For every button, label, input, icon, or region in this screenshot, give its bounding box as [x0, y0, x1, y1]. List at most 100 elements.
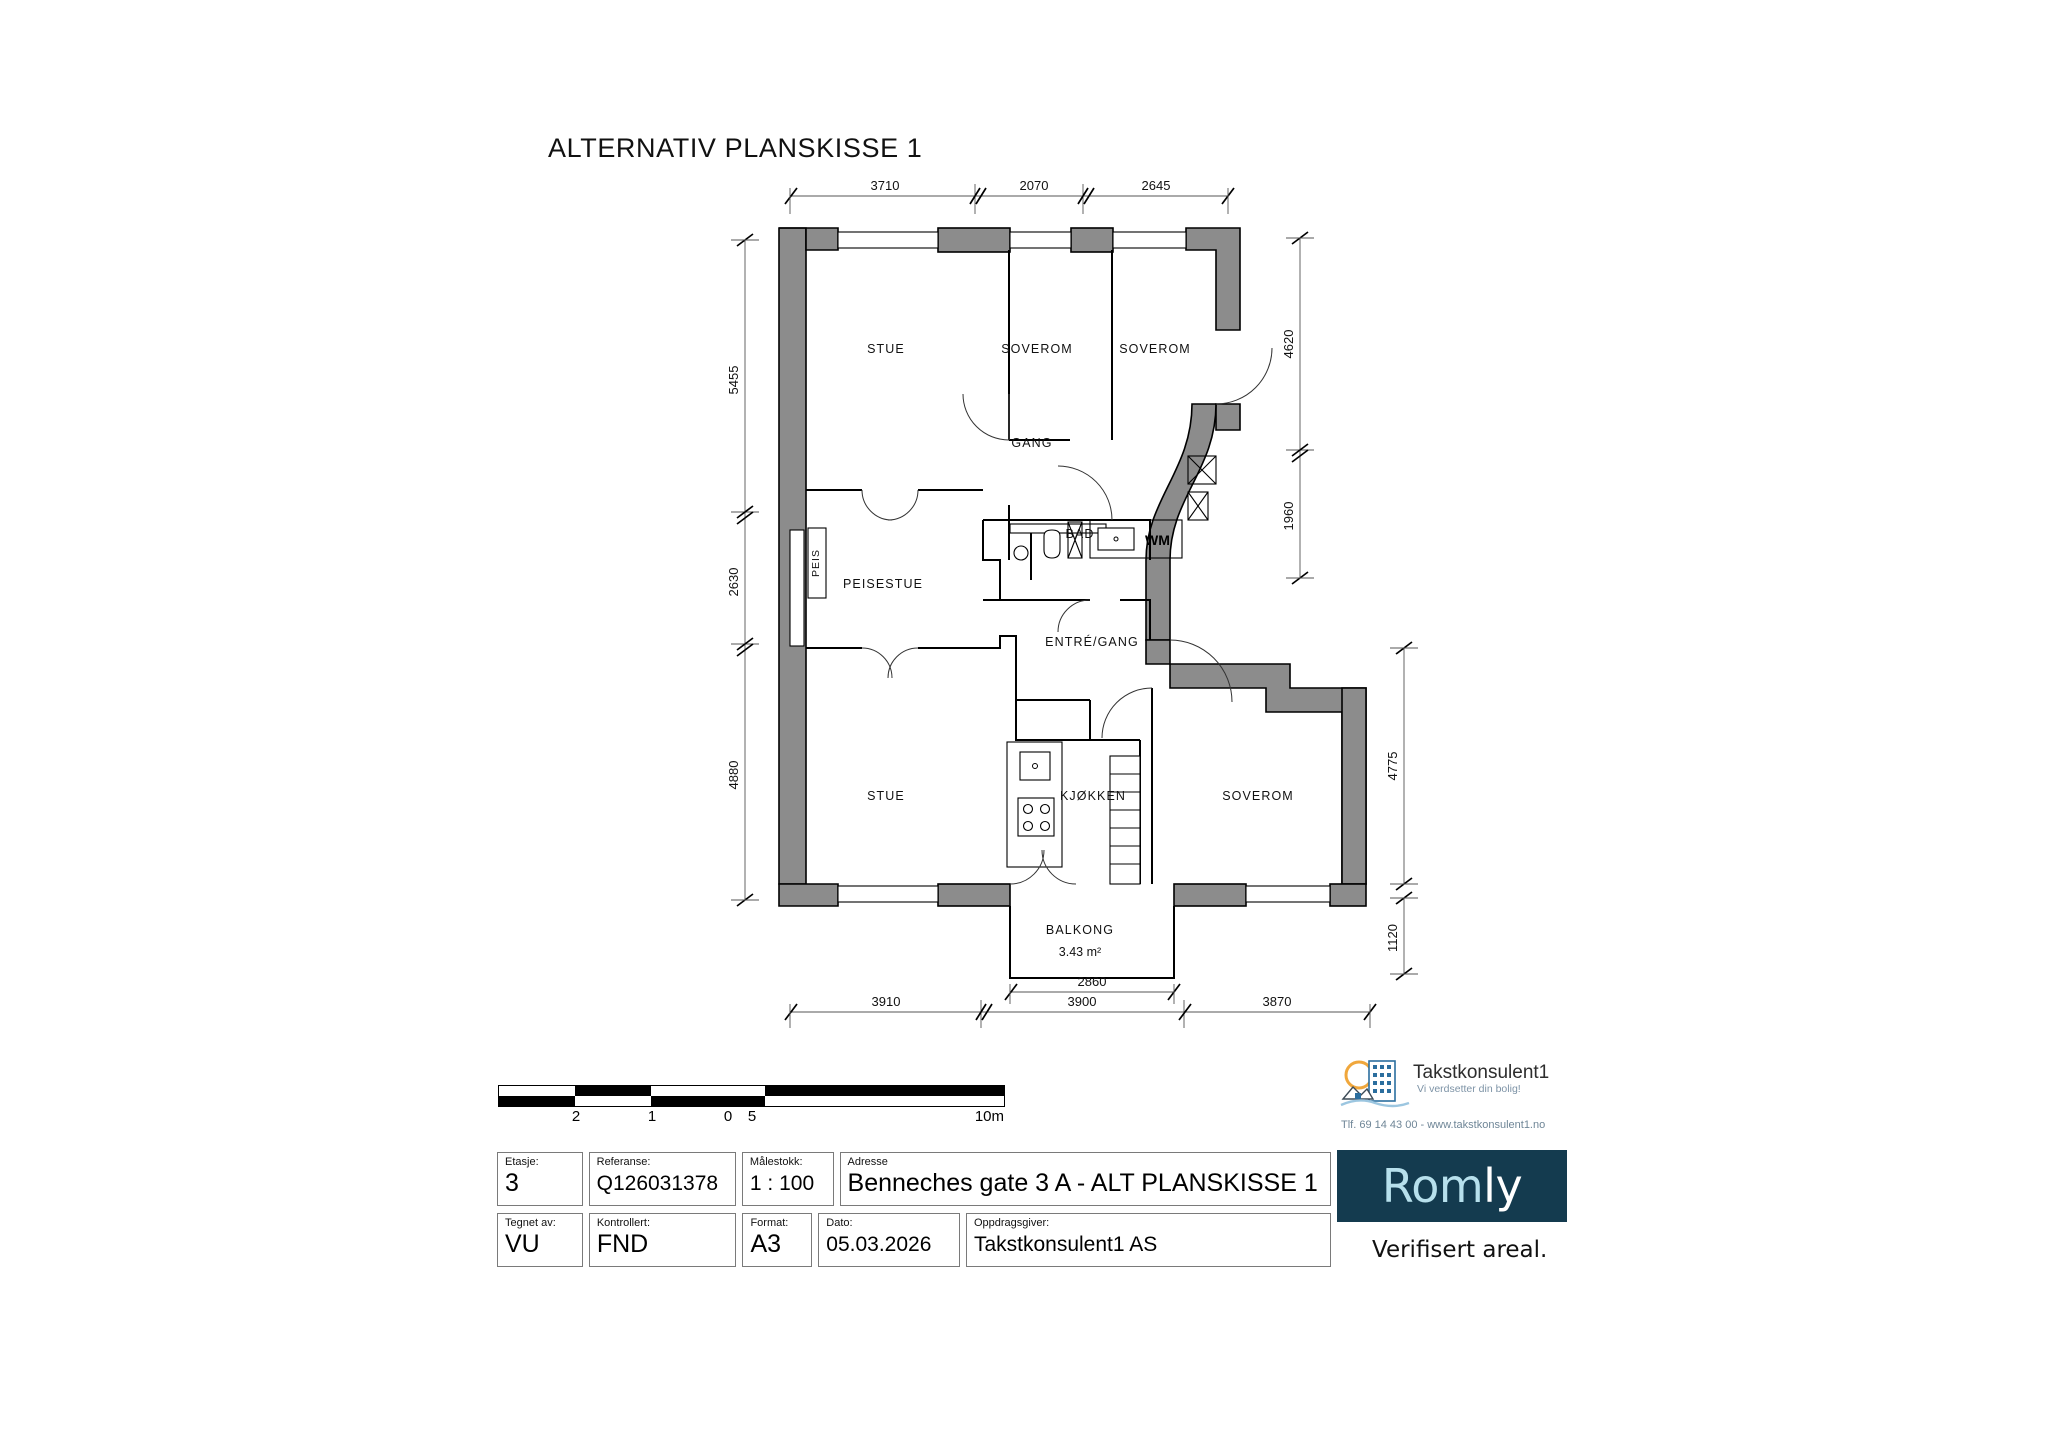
dim-right-lower-1: 4775	[1385, 752, 1400, 781]
stair-treads	[1109, 755, 1141, 885]
exterior-wall-top-corner	[779, 227, 839, 251]
takstkonsulent-logo: Takstkonsulent1 Vi verdsetter din bolig!	[1339, 1057, 1554, 1119]
door-swings	[861, 347, 1273, 885]
interior-wall-entre-jog	[983, 635, 1017, 649]
exterior-wall-top-right-corner	[1185, 227, 1241, 331]
field-malestokk-value: 1 : 100	[749, 1172, 815, 1195]
takstkonsulent-mark-icon	[1340, 1060, 1410, 1108]
field-adresse-label: Adresse	[847, 1156, 888, 1168]
exterior-wall-bottom-pier-3	[1329, 883, 1367, 907]
exterior-wall-right-lower	[1145, 639, 1367, 885]
dimension-chain-top: 3710 2070 2645	[784, 178, 1235, 214]
dim-right-upper-2: 1960	[1281, 502, 1296, 531]
dimension-chain-left: 5455 2630 4880	[726, 233, 759, 907]
bath-door-x2	[1067, 521, 1083, 559]
exterior-wall-right-upper	[1215, 403, 1241, 431]
room-label-peisestue: PEISESTUE	[843, 577, 923, 591]
balcony-area-label: 3.43 m²	[1059, 945, 1101, 959]
field-format-value: A3	[750, 1230, 782, 1258]
toilet-icon	[1043, 529, 1061, 559]
field-etasje: Etasje: 3	[497, 1152, 583, 1206]
page-title: ALTERNATIV PLANSKISSE 1	[548, 133, 923, 163]
dim-bottom-3: 3870	[1263, 994, 1292, 1009]
field-tegnet-av-label: Tegnet av:	[505, 1217, 556, 1229]
exterior-wall-bottom-pier-2	[1173, 883, 1247, 907]
field-kontrollert: Kontrollert: FND	[588, 1213, 737, 1267]
exterior-wall-bottom-left-corner	[778, 883, 839, 907]
room-label-bad: BAD	[1065, 527, 1094, 541]
takstkonsulent-name: Takstkonsulent1	[1413, 1062, 1550, 1083]
exterior-wall-bottom-pier-1	[937, 883, 1011, 907]
room-label-entre-gang: ENTRÉ/GANG	[1045, 634, 1139, 649]
kitchen-tap	[1032, 763, 1038, 769]
field-dato-label: Dato:	[826, 1217, 853, 1229]
dim-left-1: 5455	[726, 366, 741, 395]
vanity-counter	[1089, 519, 1183, 559]
window-top-2	[1009, 231, 1072, 249]
scale-bar-ticks: 2 1 0 5 10m	[498, 1108, 1005, 1126]
interior-wall-entre-1	[1015, 648, 1090, 701]
field-malestokk-label: Målestokk:	[749, 1156, 803, 1168]
dimension-chain-right-lower: 4775 1120	[1385, 641, 1418, 981]
bath-door-panel	[1067, 521, 1083, 559]
field-etasje-label: Etasje:	[505, 1156, 539, 1168]
dim-right-upper-1: 4620	[1281, 330, 1296, 359]
dim-right-lower-2: 1120	[1385, 924, 1400, 952]
kitchen-counter	[1006, 741, 1063, 868]
window-bottom-1	[837, 885, 939, 903]
dim-left-3: 4880	[726, 761, 741, 790]
field-etasje-value: 3	[505, 1169, 519, 1197]
dim-left-2: 2630	[726, 568, 741, 597]
takstkonsulent-tagline: Vi verdsetter din bolig!	[1417, 1083, 1521, 1095]
scale-bar: 2 1 0 5 10m	[498, 1085, 1005, 1126]
interior-wall-gang-bottom	[1008, 505, 1112, 521]
field-kontrollert-label: Kontrollert:	[596, 1217, 651, 1229]
field-malestokk: Målestokk: 1 : 100	[741, 1152, 834, 1206]
dimension-chain-right-upper: 4620 1960	[1281, 231, 1314, 585]
room-label-soverom-3: SOVEROM	[1222, 789, 1294, 803]
sink-icon	[1013, 545, 1029, 561]
dim-top-1: 3710	[871, 178, 900, 193]
romly-logo: Romly	[1337, 1150, 1567, 1222]
field-dato-value: 05.03.2026	[826, 1233, 932, 1256]
title-block-row-1: Etasje: 3 Referanse: Q126031378 Målestok…	[497, 1152, 1331, 1206]
dim-bottom-2: 3900	[1068, 994, 1097, 1009]
field-format: Format: A3	[742, 1213, 813, 1267]
window-bottom-2	[1245, 885, 1331, 903]
window-left-1	[789, 529, 805, 647]
scale-tick-1: 1	[647, 1108, 657, 1125]
dim-top-3: 2645	[1142, 178, 1171, 193]
field-dato: Dato: 05.03.2026	[818, 1213, 960, 1267]
scale-tick-0: 0	[723, 1108, 733, 1125]
dimension-balcony-width: 2860	[1004, 974, 1181, 1004]
exterior-wall-right-bottom	[1341, 687, 1367, 885]
dim-balcony-width: 2860	[1078, 974, 1107, 989]
room-label-stue-lower: STUE	[867, 789, 905, 803]
room-label-stue-upper: STUE	[867, 342, 905, 356]
room-label-soverom-1: SOVEROM	[1001, 342, 1073, 356]
field-adresse-value: Benneches gate 3 A - ALT PLANSKISSE 1	[847, 1169, 1318, 1197]
interior-wall-bad-jog	[982, 520, 1001, 601]
romly-subtitle: Verifisert areal.	[1372, 1237, 1548, 1263]
closet-hatch	[1187, 455, 1217, 485]
field-referanse-label: Referanse:	[596, 1156, 651, 1168]
room-label-balkong: BALKONG	[1046, 923, 1114, 937]
scale-tick-2: 2	[571, 1108, 581, 1125]
kitchen-sink	[1019, 751, 1051, 781]
field-tegnet-av-value: VU	[505, 1230, 540, 1258]
room-label-gang: GANG	[1011, 436, 1052, 450]
fireplace-label: PEIS	[810, 549, 822, 577]
stove-icon	[1017, 797, 1055, 837]
washing-machine-label: WM	[1145, 532, 1170, 548]
exterior-wall-top-pier-1	[937, 227, 1011, 253]
interior-wall-bad-bottom-2	[1120, 599, 1151, 640]
title-block-row-2: Tegnet av: VU Kontrollert: FND Format: A…	[497, 1213, 1331, 1267]
vanity-tap	[1113, 536, 1119, 542]
field-oppdragsgiver: Oppdragsgiver: Takstkonsulent1 AS	[965, 1213, 1331, 1267]
room-label-soverom-2: SOVEROM	[1119, 342, 1191, 356]
dim-bottom-1: 3910	[872, 994, 901, 1009]
dimension-chain-bottom: 3910 3900 3870	[784, 994, 1377, 1028]
title-block: Etasje: 3 Referanse: Q126031378 Målestok…	[497, 1152, 1331, 1274]
